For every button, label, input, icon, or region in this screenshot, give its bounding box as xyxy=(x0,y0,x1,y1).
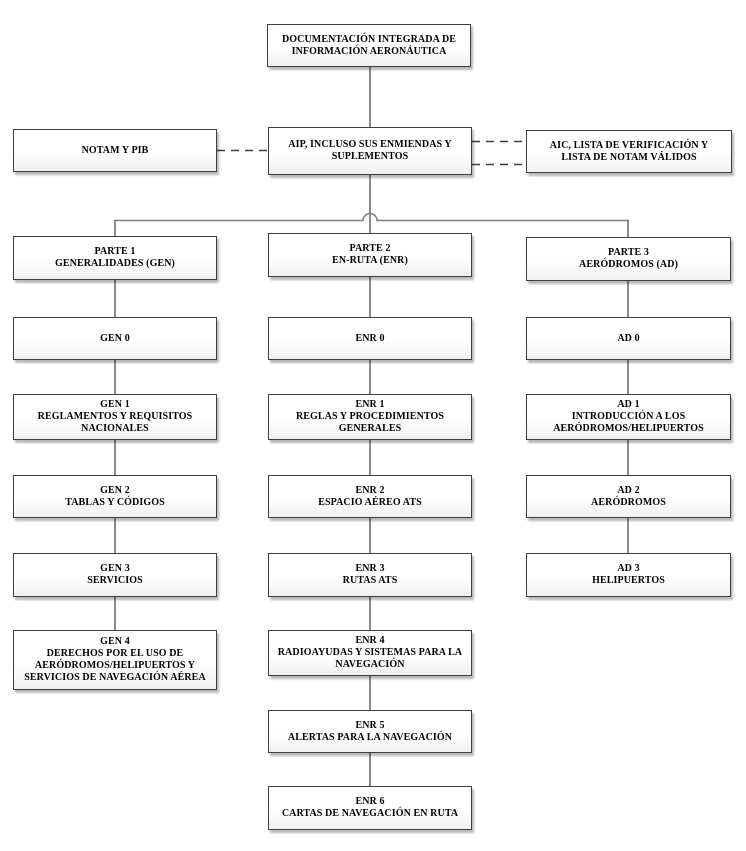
box-gen3-line: GEN 3 xyxy=(100,563,130,574)
box-ad2-line: AD 2 xyxy=(617,484,640,496)
box-ad1-line: AERÓDROMOS/HELIPUERTOS xyxy=(553,423,704,434)
box-parte1-line: PARTE 1 xyxy=(94,246,136,257)
box-parte1-line: GENERALIDADES (GEN) xyxy=(55,258,175,269)
box-ad1-line: INTRODUCCIÓN A LOS xyxy=(571,411,686,422)
box-notam-line: NOTAM Y PIB xyxy=(81,144,149,156)
box-enr3-line: ENR 3 xyxy=(355,563,385,574)
box-ad3-line: AD 3 xyxy=(617,563,640,574)
box-parte3-line: PARTE 3 xyxy=(608,247,649,258)
box-gen4-line: GEN 4 xyxy=(100,636,130,647)
box-parte3-line: AERÓDROMOS (AD) xyxy=(579,259,678,270)
box-aic: AIC, LISTA DE VERIFICACIÓN Y LISTA DE NO… xyxy=(526,130,732,173)
box-aic-line: AIC, LISTA DE VERIFICACIÓN Y xyxy=(549,139,709,151)
box-gen4-line: SERVICIOS DE NAVEGACIÓN AÉREA xyxy=(24,672,206,683)
box-parte-1: PARTE 1 GENERALIDADES (GEN) xyxy=(13,236,217,280)
box-aic-line: LISTA DE NOTAM VÁLIDOS xyxy=(561,151,697,163)
box-enr2-line: ENR 2 xyxy=(355,484,385,496)
box-gen2-line: TABLAS Y CÓDIGOS xyxy=(65,496,165,508)
box-enr-1: ENR 1 REGLAS Y PROCEDIMIENTOS GENERALES xyxy=(268,394,472,440)
box-parte-2: PARTE 2 EN-RUTA (ENR) xyxy=(268,233,472,277)
box-enr-3: ENR 3 RUTAS ATS xyxy=(268,553,472,597)
box-enr1-line: GENERALES xyxy=(338,423,402,434)
box-parte2-line: PARTE 2 xyxy=(349,243,391,254)
box-enr5-line: ALERTAS PARA LA NAVEGACIÓN xyxy=(287,731,453,743)
box-enr4-line: ENR 4 xyxy=(355,635,385,646)
box-enr-0: ENR 0 xyxy=(268,317,472,360)
box-enr4-line: RADIOAYUDAS Y SISTEMAS PARA LA xyxy=(277,647,463,658)
box-gen1-line: NACIONALES xyxy=(81,423,149,434)
box-documentacion-line: DOCUMENTACIÓN INTEGRADA DE xyxy=(281,33,457,45)
box-ad-0: AD 0 xyxy=(526,317,731,360)
box-enr-6: ENR 6 CARTAS DE NAVEGACIÓN EN RUTA xyxy=(268,786,472,830)
box-enr3-line: RUTAS ATS xyxy=(342,575,398,586)
box-gen0-line: GEN 0 xyxy=(100,332,130,344)
box-enr1-line: ENR 1 xyxy=(355,399,385,410)
box-gen2-line: GEN 2 xyxy=(100,484,130,496)
box-ad-3: AD 3 HELIPUERTOS xyxy=(526,553,731,597)
box-gen4-line: AERÓDROMOS/HELIPUERTOS Y xyxy=(34,660,196,671)
box-gen-1: GEN 1 REGLAMENTOS Y REQUISITOS NACIONALE… xyxy=(13,394,217,440)
box-gen3-line: SERVICIOS xyxy=(87,575,143,586)
box-gen1-line: GEN 1 xyxy=(100,399,130,410)
box-enr-5: ENR 5 ALERTAS PARA LA NAVEGACIÓN xyxy=(268,710,472,753)
box-gen1-line: REGLAMENTOS Y REQUISITOS xyxy=(37,411,193,422)
box-parte2-line: EN-RUTA (ENR) xyxy=(332,255,408,266)
box-parte-3: PARTE 3 AERÓDROMOS (AD) xyxy=(526,237,731,281)
box-aip: AIP, INCLUSO SUS ENMIENDAS Y SUPLEMENTOS xyxy=(268,127,472,175)
box-ad-2: AD 2 AERÓDROMOS xyxy=(526,475,731,518)
box-ad-1: AD 1 INTRODUCCIÓN A LOS AERÓDROMOS/HELIP… xyxy=(526,394,731,440)
box-enr2-line: ESPACIO AÉREO ATS xyxy=(318,496,422,508)
box-enr6-line: CARTAS DE NAVEGACIÓN EN RUTA xyxy=(281,808,459,819)
box-gen4-line: DERECHOS POR EL USO DE xyxy=(46,648,184,659)
box-gen-0: GEN 0 xyxy=(13,317,217,360)
distribution-line xyxy=(115,212,628,222)
box-documentacion-line: INFORMACIÓN AERONÁUTICA xyxy=(291,45,447,57)
box-ad2-line: AERÓDROMOS xyxy=(591,496,666,508)
box-gen-2: GEN 2 TABLAS Y CÓDIGOS xyxy=(13,475,217,518)
box-gen-3: GEN 3 SERVICIOS xyxy=(13,553,217,597)
box-enr5-line: ENR 5 xyxy=(355,719,385,731)
box-enr1-line: REGLAS Y PROCEDIMIENTOS xyxy=(295,411,445,422)
box-notam-y-pib: NOTAM Y PIB xyxy=(13,129,217,172)
box-aip-line: AIP, INCLUSO SUS ENMIENDAS Y xyxy=(288,139,452,150)
box-gen-4: GEN 4 DERECHOS POR EL USO DE AERÓDROMOS/… xyxy=(13,630,217,690)
box-aip-line: SUPLEMENTOS xyxy=(331,151,409,162)
box-ad0-line: AD 0 xyxy=(617,332,640,344)
box-ad1-line: AD 1 xyxy=(617,399,640,410)
box-documentacion-integrada: DOCUMENTACIÓN INTEGRADA DE INFORMACIÓN A… xyxy=(267,24,471,67)
box-enr4-line: NAVEGACIÓN xyxy=(335,659,405,670)
box-enr0-line: ENR 0 xyxy=(355,332,385,344)
box-enr-4: ENR 4 RADIOAYUDAS Y SISTEMAS PARA LA NAV… xyxy=(268,630,472,676)
box-ad3-line: HELIPUERTOS xyxy=(592,575,665,586)
box-enr-2: ENR 2 ESPACIO AÉREO ATS xyxy=(268,475,472,518)
box-enr6-line: ENR 6 xyxy=(355,796,385,807)
dashed-links xyxy=(217,140,526,166)
